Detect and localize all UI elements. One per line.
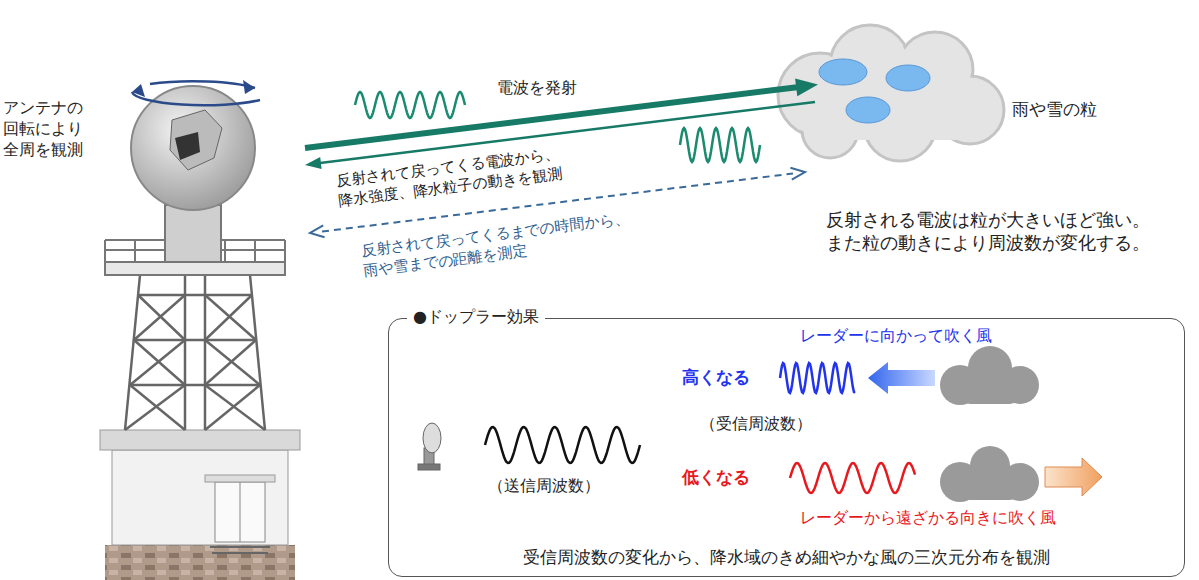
drawing-part xyxy=(310,225,325,237)
high-wave xyxy=(780,363,855,393)
drawing-part xyxy=(105,262,285,275)
building xyxy=(100,430,300,580)
inset-box: ●ドップラー効果受信周波数の変化から、降水域のきめ細やかな風の三次元分布を観測 xyxy=(388,318,1185,577)
drawing-part xyxy=(130,384,260,387)
box-note: 受信周波数の変化から、降水域のきめ細やかな風の三次元分布を観測 xyxy=(389,546,1184,569)
drawing-part xyxy=(130,340,185,385)
higher-label: 高くなる xyxy=(682,366,750,388)
rain-cloud xyxy=(778,25,1004,161)
drawing-part xyxy=(132,92,260,105)
drawing-part xyxy=(138,294,252,297)
cloud-label: 雨や雪の粒 xyxy=(1012,98,1097,120)
drawing-part xyxy=(205,340,260,385)
rotation-arrow xyxy=(132,80,260,105)
drawing-part xyxy=(790,168,805,180)
send-wave xyxy=(485,427,640,463)
drawing-part xyxy=(132,84,145,97)
drawing-part xyxy=(205,385,260,430)
received-label: （受信周波数） xyxy=(700,414,812,435)
platform xyxy=(105,205,285,275)
wind-arrow-out xyxy=(1045,458,1102,496)
drawing-part xyxy=(423,423,441,453)
drawing-part xyxy=(215,482,265,542)
drawing-part xyxy=(205,385,265,430)
drawing-part xyxy=(240,482,241,542)
drawing-part xyxy=(104,240,106,262)
drawing-part xyxy=(170,110,222,170)
drawing-part xyxy=(819,59,867,85)
drawing-part xyxy=(960,472,1020,500)
drawing-part xyxy=(250,275,265,430)
drawing-part xyxy=(204,275,207,430)
rain-cloud-fill xyxy=(780,27,1002,159)
wind-arrow-in xyxy=(868,362,935,394)
drawing-part xyxy=(134,295,185,340)
drawing-part xyxy=(305,157,322,169)
drawing-part xyxy=(150,81,255,88)
return-label: 反射されて戻ってくる電波から、降水強度、降水粒子の動きを観測 xyxy=(335,143,572,210)
emit-wave xyxy=(355,92,465,118)
drawing-part xyxy=(134,339,256,342)
antenna-note: アンテナの回転により全周を観測 xyxy=(3,98,87,160)
drawing-part xyxy=(125,385,185,430)
drawing-part xyxy=(210,546,270,548)
small-dish xyxy=(418,423,441,470)
low-wave xyxy=(790,463,915,493)
drawing-part xyxy=(105,545,295,580)
small-cloud-1 xyxy=(940,346,1039,405)
drawing-part xyxy=(243,80,255,94)
lower-label: 低くなる xyxy=(682,466,750,488)
drawing-part xyxy=(125,275,140,430)
small-cloud-2 xyxy=(940,446,1039,502)
drawing-part xyxy=(212,552,268,554)
drawing-part xyxy=(184,275,187,430)
drawing-part xyxy=(112,450,288,545)
emit-label: 電波を発射 xyxy=(497,78,577,99)
box-heading: ●ドップラー効果 xyxy=(407,307,545,328)
drawing-part xyxy=(205,475,275,482)
drawing-part xyxy=(134,240,136,262)
lattice-tower xyxy=(125,275,265,430)
drawing-part xyxy=(886,65,930,91)
droplets xyxy=(819,59,930,123)
drawing-part xyxy=(418,464,440,470)
drawing-part xyxy=(960,375,1020,404)
drawing-part xyxy=(284,240,286,262)
reflection-note: 反射される電波は粒が大きいほど強い。また粒の動きにより周波数が変化する。 xyxy=(826,208,1166,255)
drawing-part xyxy=(205,295,256,340)
emit-arrow xyxy=(305,78,818,148)
drawing-part xyxy=(795,78,818,96)
drawing-part xyxy=(205,340,256,385)
drawing-part xyxy=(205,295,252,340)
wind-in-label: レーダーに向かって吹く風 xyxy=(800,326,992,347)
drawing-part xyxy=(165,205,221,262)
drawing-part xyxy=(254,240,256,262)
distance-label: 反射されて戻ってくるまでの時間から、雨や雪までの距離を測定 xyxy=(360,208,645,281)
drawing-part xyxy=(100,430,300,450)
return-wave xyxy=(680,128,760,162)
drawing-part xyxy=(175,132,200,160)
sent-label: （送信周波数） xyxy=(488,476,600,497)
wind-out-label: レーダーから遠ざかる向きに吹く風 xyxy=(800,508,1056,529)
drawing-part xyxy=(224,240,226,262)
drawing-part xyxy=(846,97,890,123)
